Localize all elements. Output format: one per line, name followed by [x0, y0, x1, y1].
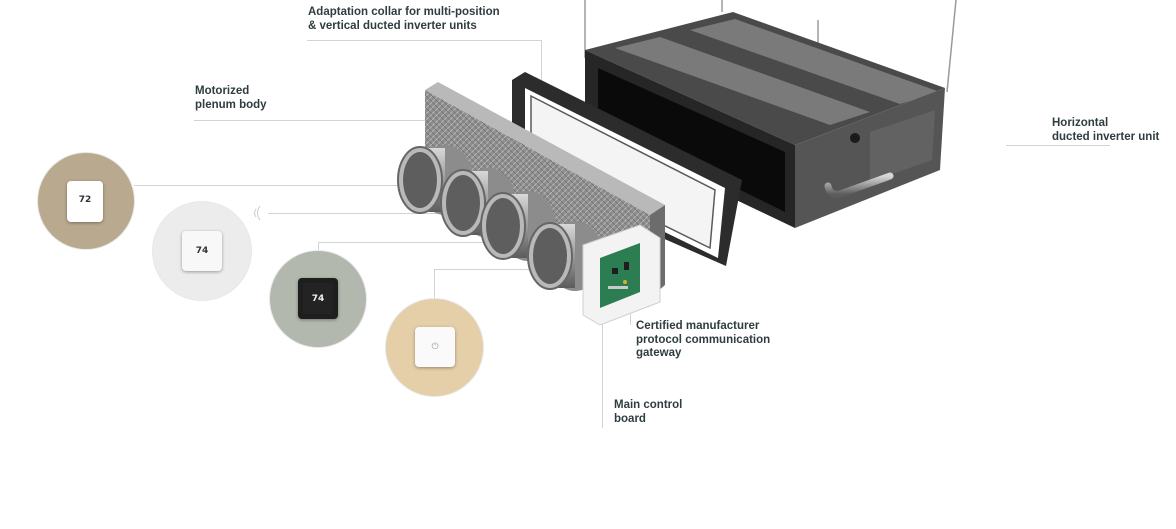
horizontal-unit-label: Horizontal ducted inverter unit [1052, 117, 1160, 143]
leader-line-collar-v [541, 40, 542, 85]
leader-line-gateway [630, 305, 631, 325]
leader-line-thermo-3 [318, 242, 498, 243]
gateway-control-board [582, 224, 661, 326]
gateway-label: Certified manufacturer protocol communic… [636, 320, 771, 359]
thermostat-1-circle: 72 [38, 153, 134, 249]
leader-line-main-board [602, 320, 603, 428]
plenum-label: Motorized plenum body [195, 85, 267, 111]
thermostat-4-circle: ⏻ [386, 299, 483, 396]
main-board-label: Main control board [614, 399, 683, 425]
leader-line-thermo-2 [268, 213, 458, 214]
thermostat-1-device: 72 [67, 181, 103, 222]
adaptation-collar [512, 72, 742, 266]
horizontal-ducted-unit [585, 12, 945, 228]
thermostat-4-power-icon: ⏻ [431, 342, 439, 352]
thermostat-3-device: 74 [298, 278, 338, 319]
leader-line-thermo-4-v [434, 269, 435, 299]
thermostat-3-circle: 74 [270, 251, 366, 347]
duct-collars [397, 145, 603, 291]
leader-line-plenum [194, 120, 430, 121]
wireless-signal-icon [253, 205, 261, 221]
leader-line-collar-h [307, 40, 542, 41]
leader-line-thermo-3-v [318, 242, 319, 251]
leader-line-horizontal [1006, 145, 1110, 146]
leader-line-thermo-1 [134, 185, 409, 186]
thermostat-1-temperature: 72 [78, 195, 92, 205]
thermostat-2-circle: 74 [153, 202, 251, 300]
leader-line-thermo-4 [434, 269, 532, 270]
collar-label: Adaptation collar for multi-position & v… [308, 6, 500, 32]
thermostat-4-device: ⏻ [415, 327, 455, 367]
thermostat-2-device: 74 [182, 231, 222, 271]
thermostat-3-temperature: 74 [311, 293, 325, 304]
thermostat-2-temperature: 74 [195, 246, 209, 256]
